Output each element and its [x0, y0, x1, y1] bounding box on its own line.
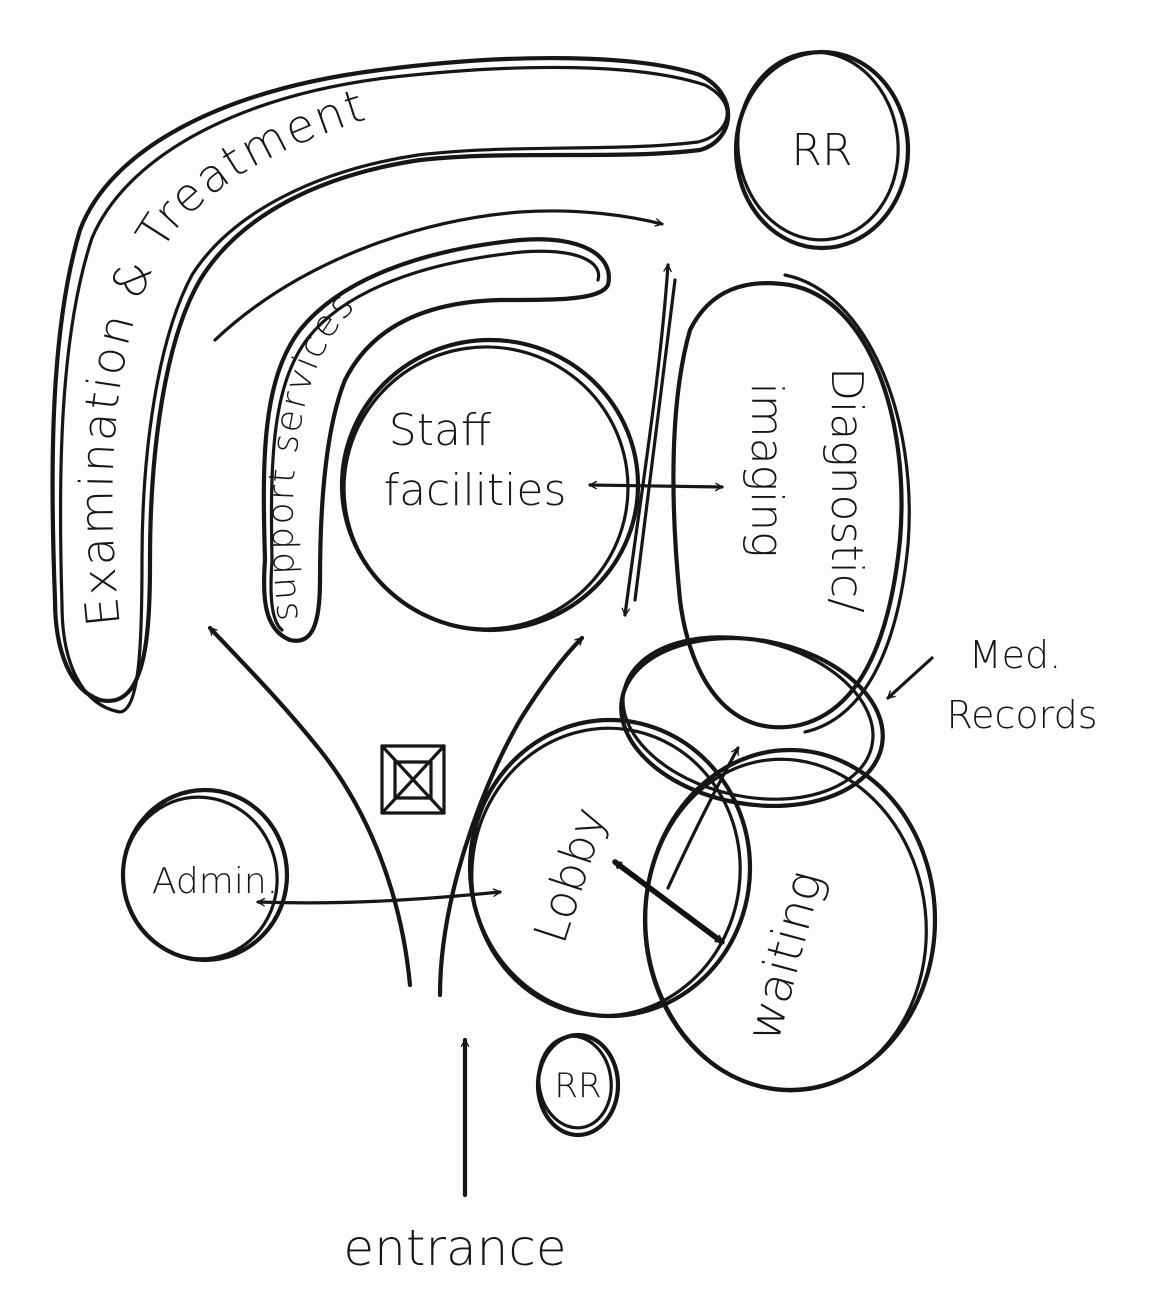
- medical-records-zone: [619, 635, 885, 809]
- exam-circulation-arrow: [213, 209, 664, 342]
- staff-facilities-label-1: Staff: [389, 405, 492, 456]
- diagnostic-label: Diagnostic/: [821, 367, 872, 613]
- restroom-top-zone: RR: [733, 49, 911, 251]
- rr-top-label: RR: [791, 125, 852, 176]
- staff-diagnostic-arrow: [588, 480, 724, 492]
- restroom-bottom-zone: RR: [535, 1032, 621, 1138]
- lobby-label: Lobby: [523, 801, 617, 949]
- vertical-double-arrow-1: [621, 263, 672, 617]
- med-records-label-1: Med.: [969, 633, 1061, 677]
- admin-zone: Admin.: [120, 787, 290, 963]
- elevator-symbol: [380, 744, 446, 815]
- waiting-records-arrow: [666, 746, 740, 890]
- med-records-pointer-arrow: [886, 656, 934, 700]
- vertical-double-arrow-2: [633, 278, 677, 602]
- diagnostic-imaging-zone: Diagnostic/ imaging: [671, 273, 911, 734]
- staff-facilities-zone: Staff facilities: [339, 337, 641, 633]
- entrance-to-staff-path: [437, 635, 585, 998]
- lobby-waiting-arrow: [612, 859, 725, 945]
- staff-facilities-label-2: facilities: [384, 465, 567, 516]
- admin-lobby-arrow: [256, 888, 502, 907]
- imaging-label: imaging: [741, 383, 792, 558]
- admin-label: Admin.: [152, 861, 278, 902]
- entrance-to-exam-path: [207, 625, 413, 988]
- rr-bottom-label: RR: [554, 1066, 601, 1106]
- entrance-label: entrance: [343, 1219, 566, 1277]
- med-records-label-2: Records: [946, 693, 1097, 737]
